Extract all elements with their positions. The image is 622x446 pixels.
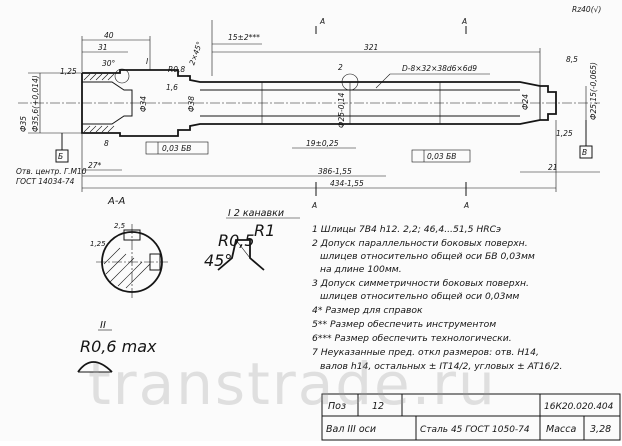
note-4: 4* Размер для справок xyxy=(312,305,423,316)
dim-phi25-15: Ф25,15(-0,065) xyxy=(589,62,598,120)
tolerance-2: 0,03 БВ xyxy=(427,152,456,161)
section-a-bot-left: А xyxy=(311,201,317,210)
note-5: 5** Размер обеспечить инструментом xyxy=(312,319,496,330)
tolerance-frame-2 xyxy=(411,149,471,163)
note-3: 3 Допуск симметричности боковых поверхн. xyxy=(312,278,529,289)
note-2c: на длине 100мм. xyxy=(320,264,402,275)
section-dim-1-25: 1,25 xyxy=(90,240,106,248)
detail-i-title: I 2 канавки xyxy=(228,208,284,219)
dim-30deg: 30° xyxy=(102,59,116,68)
note-2b: шлицев относительно общей оси БВ 0,03мм xyxy=(320,251,535,262)
detail-ii-marker xyxy=(341,73,359,91)
center-hole-gost: ГОСТ 14034-74 xyxy=(16,177,75,186)
dim-8-5: 8,5 xyxy=(566,55,578,64)
mass-value: 3,28 xyxy=(590,424,611,435)
pos-value: 12 xyxy=(372,401,384,412)
section-a-bot-right: А xyxy=(463,201,469,210)
tolerance-frame-1 xyxy=(145,141,209,155)
dim-1-6: 1,6 xyxy=(166,83,178,92)
dim-phi38: Ф38 xyxy=(187,96,196,112)
datum-b: Б xyxy=(58,152,63,161)
bore-hatching xyxy=(83,73,115,133)
dim-386: 386-1,55 xyxy=(318,167,352,176)
dim-40: 40 xyxy=(104,31,114,40)
dim-15: 15±2*** xyxy=(228,33,260,42)
detail-ii-title: II xyxy=(100,320,106,331)
detail-i-r0-5: R0,5 xyxy=(218,231,255,250)
shaft-main-view xyxy=(18,68,600,137)
tolerance-1: 0,03 БВ xyxy=(162,144,191,153)
pos-label: Поз xyxy=(328,401,346,412)
watermark: transtrade.ru xyxy=(88,350,497,418)
dim-phi35: Ф35 xyxy=(19,116,28,132)
datum-v: В xyxy=(582,148,587,157)
section-a-a-title: А-А xyxy=(107,196,125,207)
dim-spline: D-8×32×38d6×6d9 xyxy=(402,64,477,73)
dim-r0-8: R0,8 xyxy=(168,65,185,74)
section-dim-2-5: 2,5 xyxy=(114,222,126,230)
detail-i-r1: R1 xyxy=(254,221,275,240)
dim-27: 27* xyxy=(88,161,102,170)
dim-19: 19±0,25 xyxy=(306,139,339,148)
title-block: Поз 12 16К20.020.404 Вал III оси Сталь 4… xyxy=(321,393,621,441)
detail-i-marker xyxy=(114,68,130,84)
material: Сталь 45 ГОСТ 1050-74 xyxy=(420,425,530,435)
section-a-top-left: А xyxy=(319,17,325,26)
dim-321: 321 xyxy=(364,43,378,52)
detail-ii-r: R0,6 max xyxy=(80,337,157,356)
label-2: 2 xyxy=(338,63,343,72)
section-a-top-right: А xyxy=(461,17,467,26)
detail-i-45: 45° xyxy=(204,251,232,270)
note-6: 6*** Размер обеспечить технологически. xyxy=(312,333,512,344)
note-1: 1 Шлицы 7В4 h12. 2,2; 46,4...51,5 HRCэ xyxy=(312,224,501,235)
dim-21: 21 xyxy=(548,163,558,172)
label-i: I xyxy=(146,57,149,66)
dim-434: 434-1,55 xyxy=(330,179,364,188)
dim-8: 8 xyxy=(104,139,109,148)
technical-notes: 1 Шлицы 7В4 h12. 2,2; 46,4...51,5 HRCэ 2… xyxy=(312,224,562,372)
dim-1-25: 1,25 xyxy=(60,67,77,76)
note-2: 2 Допуск параллельности боковых поверхн. xyxy=(312,238,528,249)
roughness-general: Rz40(√) xyxy=(572,5,601,14)
note-7: 7 Неуказанные пред. откл размеров: отв. … xyxy=(312,347,539,358)
detail-ii: II R0,6 max xyxy=(77,320,157,373)
dim-1-25-right: 1,25 xyxy=(556,129,573,138)
dim-phi35-6: Ф35,6(+0,014) xyxy=(31,75,40,132)
dim-chamfer: 2×45° xyxy=(187,40,204,66)
detail-i: I 2 канавки R1 R0,5 45° xyxy=(204,208,300,271)
center-hole-note: Отв. центр. Г.М10 xyxy=(16,167,87,176)
drawing-code: 16К20.020.404 xyxy=(544,402,614,412)
section-hatching xyxy=(103,247,151,289)
note-7b: валов h14, остальных ± IT14/2, угловых ±… xyxy=(320,361,562,372)
dim-phi25-tol: Ф25-0,14 xyxy=(337,92,346,128)
mass-label: Масса xyxy=(546,424,576,435)
note-3b: шлицев относительно общей оси 0,03мм xyxy=(320,291,519,302)
dim-phi24: Ф24 xyxy=(521,94,530,110)
dim-31: 31 xyxy=(98,43,108,52)
dim-phi34: Ф34 xyxy=(139,96,148,112)
main-dimensions: 40 31 1,25 30° I R0,8 2×45° 15±2*** 321 … xyxy=(16,5,601,210)
section-a-a: А-А 2,5 1,25 xyxy=(90,196,168,300)
part-name: Вал III оси xyxy=(326,424,376,435)
